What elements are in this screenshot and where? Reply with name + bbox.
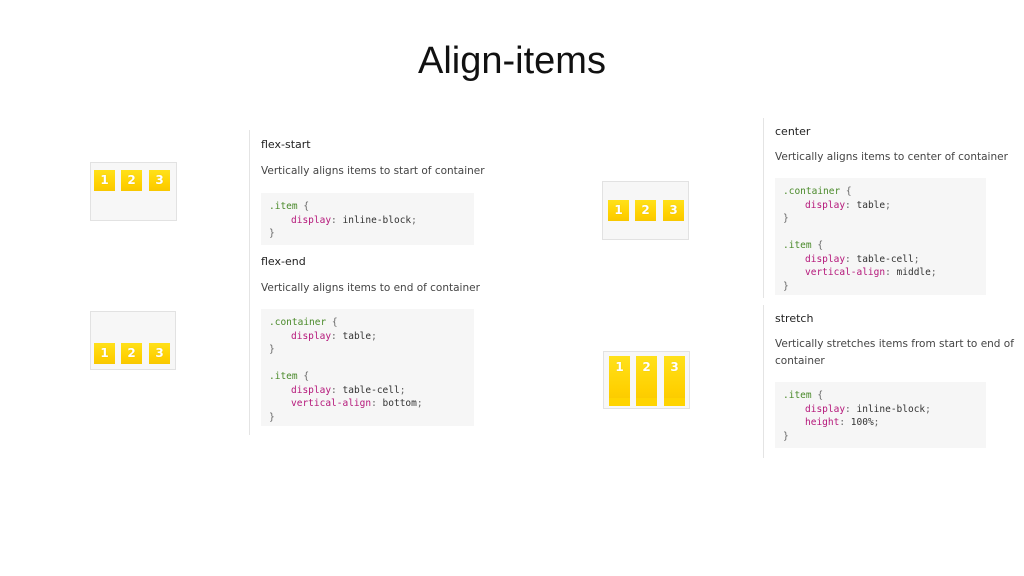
center-code-block: .container { display: table;} .item { displ… bbox=[775, 178, 986, 295]
flex-start-code-block: .item { display: inline-block;} bbox=[261, 193, 474, 245]
center-demo-box: 1 2 3 bbox=[602, 181, 689, 240]
stretch-item-2: 2 bbox=[636, 356, 657, 406]
code-line: } bbox=[269, 228, 275, 239]
flex-start-description: Vertically aligns items to start of cont… bbox=[261, 165, 485, 177]
stretch-description-line-2: container bbox=[775, 355, 825, 367]
code-line: .item { bbox=[269, 201, 310, 212]
flex-end-item-2: 2 bbox=[121, 343, 142, 364]
center-item-3: 3 bbox=[663, 200, 684, 221]
page-title: Align-items bbox=[418, 40, 606, 82]
flex-end-code-block: .container { display: table;} .item { displ… bbox=[261, 309, 474, 426]
flex-end-description: Vertically aligns items to end of contai… bbox=[261, 282, 480, 294]
code-line: } bbox=[783, 280, 789, 292]
center-item-2: 2 bbox=[635, 200, 656, 221]
flex-start-item-1: 1 bbox=[94, 170, 115, 191]
code-line: display: inline-block; bbox=[805, 403, 931, 415]
stretch-description: Vertically stretches items from start to… bbox=[775, 336, 1014, 370]
code-line: .item { bbox=[783, 240, 824, 251]
code-line: } bbox=[269, 411, 275, 423]
flex-end-heading: flex-end bbox=[261, 255, 306, 268]
code-line: } bbox=[269, 344, 275, 355]
center-description: Vertically aligns items to center of con… bbox=[775, 151, 1008, 163]
flex-start-item-3: 3 bbox=[149, 170, 170, 191]
code-line: .container { bbox=[269, 317, 338, 328]
code-line: display: table-cell; bbox=[805, 253, 920, 265]
stretch-item-3: 3 bbox=[664, 356, 685, 406]
code-line: vertical-align: middle; bbox=[805, 267, 937, 278]
center-heading: center bbox=[775, 125, 811, 138]
right-column-divider-top bbox=[763, 118, 764, 298]
code-line: .container { bbox=[783, 186, 852, 197]
code-line: display: table-cell; bbox=[291, 384, 406, 396]
stretch-item-1: 1 bbox=[609, 356, 630, 406]
code-line: display: table; bbox=[291, 330, 377, 342]
stretch-code-block: .item { display: inline-block; height: 100… bbox=[775, 382, 986, 448]
center-item-1: 1 bbox=[608, 200, 629, 221]
flex-end-item-1: 1 bbox=[94, 343, 115, 364]
flex-start-item-2: 2 bbox=[121, 170, 142, 191]
flex-start-demo-box: 1 2 3 bbox=[90, 162, 177, 221]
code-line: .item { bbox=[269, 371, 310, 382]
code-line: } bbox=[783, 213, 789, 224]
code-line: display: table; bbox=[805, 199, 891, 211]
code-line: .item { bbox=[783, 390, 824, 401]
flex-start-heading: flex-start bbox=[261, 138, 311, 151]
stretch-demo-box: 1 2 3 bbox=[603, 351, 690, 409]
code-line: } bbox=[783, 430, 789, 442]
flex-end-item-3: 3 bbox=[149, 343, 170, 364]
stretch-heading: stretch bbox=[775, 312, 814, 325]
left-column-divider bbox=[249, 130, 250, 435]
code-line: vertical-align: bottom; bbox=[291, 398, 423, 409]
flex-end-demo-box: 1 2 3 bbox=[90, 311, 176, 370]
stretch-description-line-1: Vertically stretches items from start to… bbox=[775, 338, 1014, 350]
code-line: height: 100%; bbox=[805, 417, 880, 428]
right-column-divider-bottom bbox=[763, 305, 764, 458]
code-line: display: inline-block; bbox=[291, 214, 417, 226]
